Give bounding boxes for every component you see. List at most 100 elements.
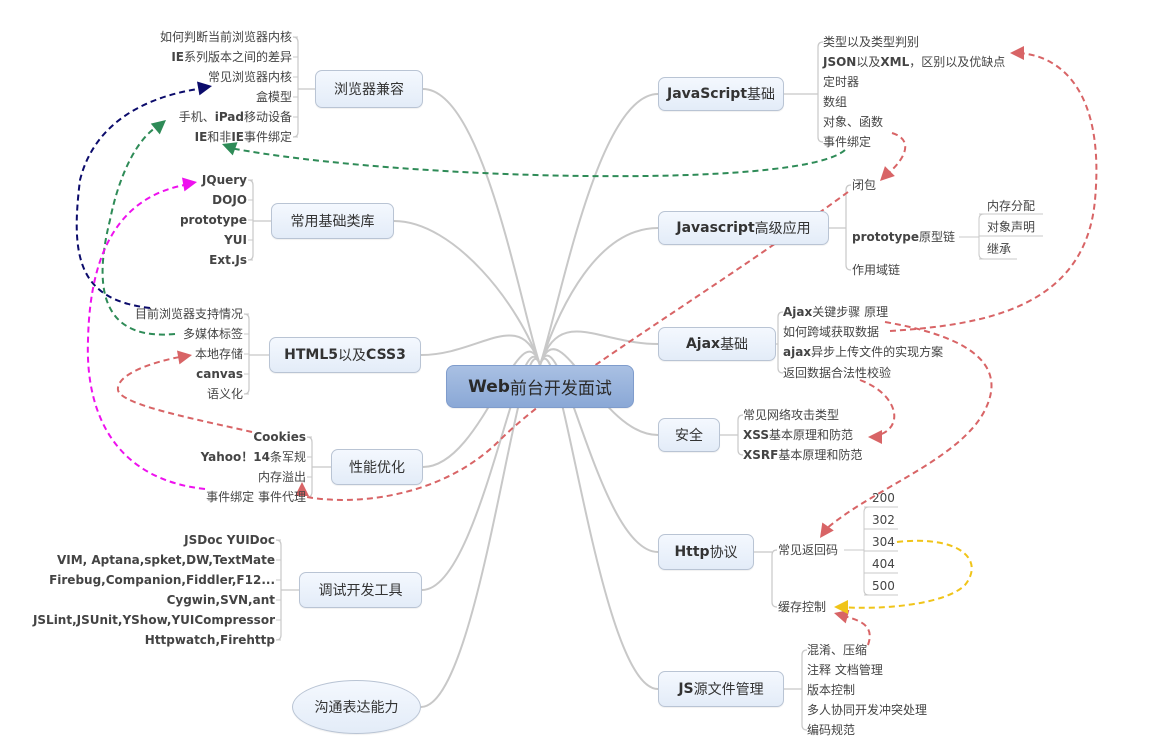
relationship-link [884,132,907,177]
topic-tools[interactable]: 调试开发工具 [299,572,422,608]
subtopic-item[interactable]: IE系列版本之间的差异 [171,50,292,64]
text-run: 事件绑定 [823,135,872,149]
subtopic-item[interactable]: YUI [224,233,247,247]
relationship-link [101,124,176,336]
subtopic-item[interactable]: XSRF基本原理和防范 [743,448,862,462]
text-run: Ajax [783,305,813,319]
subtopic-item[interactable]: IE和非IE事件绑定 [195,130,292,144]
subtopic-item[interactable]: 盒模型 [256,90,292,104]
text-run: 常见返回码 [778,543,839,557]
subtopic-item[interactable]: prototype原型链 [852,230,955,244]
subtopic-item[interactable]: 缓存控制 [778,600,826,614]
subtopic-item[interactable]: 内存溢出 [258,470,306,484]
subtopic-item[interactable]: JSON以及XML，区别以及优缺点 [823,55,1005,69]
subtopic-bracket [845,184,852,271]
subtopic-item[interactable]: 常见网络攻击类型 [743,408,839,422]
subtopic-item[interactable]: 如何跨域获取数据 [783,325,879,339]
sub-subtopic-item[interactable]: 对象声明 [987,220,1036,234]
subtopic-item[interactable]: Cookies [253,430,306,444]
subtopic-item[interactable]: 注释 文档管理 [807,663,883,677]
subtopic-item[interactable]: Yahoo！14条军规 [201,450,306,464]
subtopic-item[interactable]: Cygwin,SVN,ant [167,593,275,607]
text-run: 异步上传文件的实现方案 [811,345,944,359]
subtopic-item[interactable]: Firebug,Companion,Fiddler,F12... [49,573,275,587]
subtopic-item[interactable]: canvas [196,367,243,381]
subtopic-item[interactable]: JSLint,JSUnit,YShow,YUICompressor [33,613,275,627]
subtopic-item[interactable]: 定时器 [823,75,859,89]
sub-subtopic-item[interactable]: 内存分配 [987,199,1036,213]
subtopic-item[interactable]: 如何判断当前浏览器内核 [160,30,292,44]
subtopic-item[interactable]: 语义化 [207,387,243,401]
text-run: CSS3 [366,347,406,363]
subtopic-item[interactable]: 常见返回码 [778,543,838,557]
status-code-item[interactable]: 404 [872,557,895,571]
subtopic-item[interactable]: 本地存储 [195,347,243,361]
subtopic-item[interactable]: 事件绑定 事件代理 [206,490,306,504]
status-code-item[interactable]: 302 [872,513,895,527]
subtopic-item[interactable]: Ajax关键步骤 原理 [783,305,888,319]
text-run: 版本控制 [807,683,856,697]
subtopic-item[interactable]: Httpwatch,Firehttp [145,633,275,647]
subtopic-item[interactable]: VIM, Aptana,spket,DW,TextMate [57,553,275,567]
text-run: 本地存储 [194,347,243,361]
subtopic-item[interactable]: 多媒体标签 [183,327,243,341]
subtopic-item[interactable]: 版本控制 [807,683,855,697]
subtopic-item[interactable]: ajax异步上传文件的实现方案 [783,345,943,359]
subtopic-item[interactable]: 事件绑定 [823,135,871,149]
text-run: iPad [214,110,244,124]
topic-libs[interactable]: 常用基础类库 [271,203,394,239]
subtopic-item[interactable]: prototype [180,213,247,227]
relationship-link [889,52,1098,332]
subtopic-item[interactable]: 编码规范 [807,723,855,737]
topic-comm[interactable]: 沟通表达能力 [292,680,421,734]
topic-ajax[interactable]: Ajax 基础 [658,327,776,361]
status-code-item[interactable]: 500 [872,579,895,593]
branch-connector [422,88,541,366]
text-run: 手机、 [178,110,215,124]
text-run: 基础 [747,87,776,103]
text-run: VIM, Aptana,spket,DW,TextMate [56,553,275,567]
subtopic-item[interactable]: JQuery [202,173,247,187]
subtopic-item[interactable]: 手机、iPad移动设备 [179,110,292,124]
root-title-rest: 前台开发面试 [509,379,612,399]
subtopic-item[interactable]: 类型以及类型判别 [823,35,919,49]
subtopic-item[interactable]: 混淆、压缩 [807,643,867,657]
subtopic-item[interactable]: 数组 [823,95,847,109]
subtopic-item[interactable]: JSDoc YUIDoc [184,533,275,547]
text-run: 注释 文档管理 [807,663,883,677]
text-run: JSDoc YUIDoc [184,533,275,547]
branch-connector [539,227,659,366]
status-code-item[interactable]: 200 [872,491,895,505]
topic-perf[interactable]: 性能优化 [331,449,423,485]
status-code-item[interactable]: 304 [872,535,895,549]
subtopic-item[interactable]: DOJO [212,193,247,207]
subtopic-item[interactable]: 闭包 [852,178,876,192]
sub-subtopic-item[interactable]: 继承 [987,242,1012,256]
text-run: 盒模型 [255,90,292,104]
subtopic-item[interactable]: 多人协同开发冲突处理 [807,703,927,717]
subtopic-item[interactable]: XSS基本原理和防范 [743,428,853,442]
relationship-link [859,379,896,437]
text-run: 高级应用 [754,221,811,237]
topic-security[interactable]: 安全 [658,418,720,452]
text-run: Ext.Js [209,253,247,267]
text-run: Ajax [685,336,721,352]
text-run: DOJO [212,193,247,207]
subtopic-item[interactable]: 作用域链 [852,263,900,277]
subtopic-item[interactable]: 返回数据合法性校验 [783,366,891,380]
text-run: 以及 [856,55,881,69]
subtopic-item[interactable]: 对象、函数 [823,115,883,129]
topic-browser[interactable]: 浏览器兼容 [315,70,423,108]
text-run: 多媒体标签 [182,327,243,341]
subtopic-item[interactable]: Ext.Js [209,253,247,267]
subtopic-item[interactable]: 目前浏览器支持情况 [135,307,243,321]
text-run: Yahoo！14 [200,450,270,464]
subtopic-item[interactable]: 常见浏览器内核 [208,70,292,84]
branch-connector [539,330,659,366]
